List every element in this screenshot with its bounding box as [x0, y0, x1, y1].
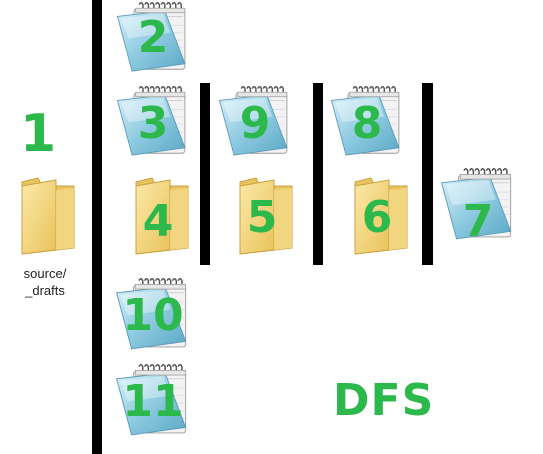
node-number: 10: [122, 290, 184, 341]
node-number: 4: [142, 196, 174, 247]
node-number: 6: [361, 192, 393, 243]
node-2[interactable]: 2: [108, 0, 198, 90]
node-5[interactable]: 5: [222, 176, 302, 264]
node-8[interactable]: 8: [322, 84, 412, 174]
node-9[interactable]: 9: [210, 84, 300, 174]
node-number: 3: [137, 98, 169, 149]
node-number: 2: [137, 12, 169, 63]
node-number: 5: [246, 192, 278, 243]
node-number: 11: [122, 376, 184, 427]
node-11[interactable]: 11: [108, 362, 198, 452]
node-4[interactable]: 4: [118, 176, 198, 264]
root-label-line1: source/: [23, 266, 67, 281]
root-label-line2: _drafts: [25, 283, 65, 298]
separator-bar-1: [200, 83, 210, 265]
diagram-title: DFS: [333, 375, 435, 426]
node-6[interactable]: 6: [337, 176, 417, 264]
node-number: 9: [239, 98, 271, 149]
folder-icon: [18, 176, 78, 256]
separator-bar-3: [422, 83, 433, 265]
node-7[interactable]: 7: [433, 166, 523, 256]
node-3[interactable]: 3: [108, 84, 198, 174]
node-number: 7: [462, 196, 494, 247]
root-number: 1: [20, 104, 57, 164]
node-10[interactable]: 10: [108, 276, 198, 366]
root-folder[interactable]: [8, 176, 88, 256]
separator-bar-main: [92, 0, 102, 454]
node-number: 8: [351, 98, 383, 149]
separator-bar-2: [313, 83, 323, 265]
